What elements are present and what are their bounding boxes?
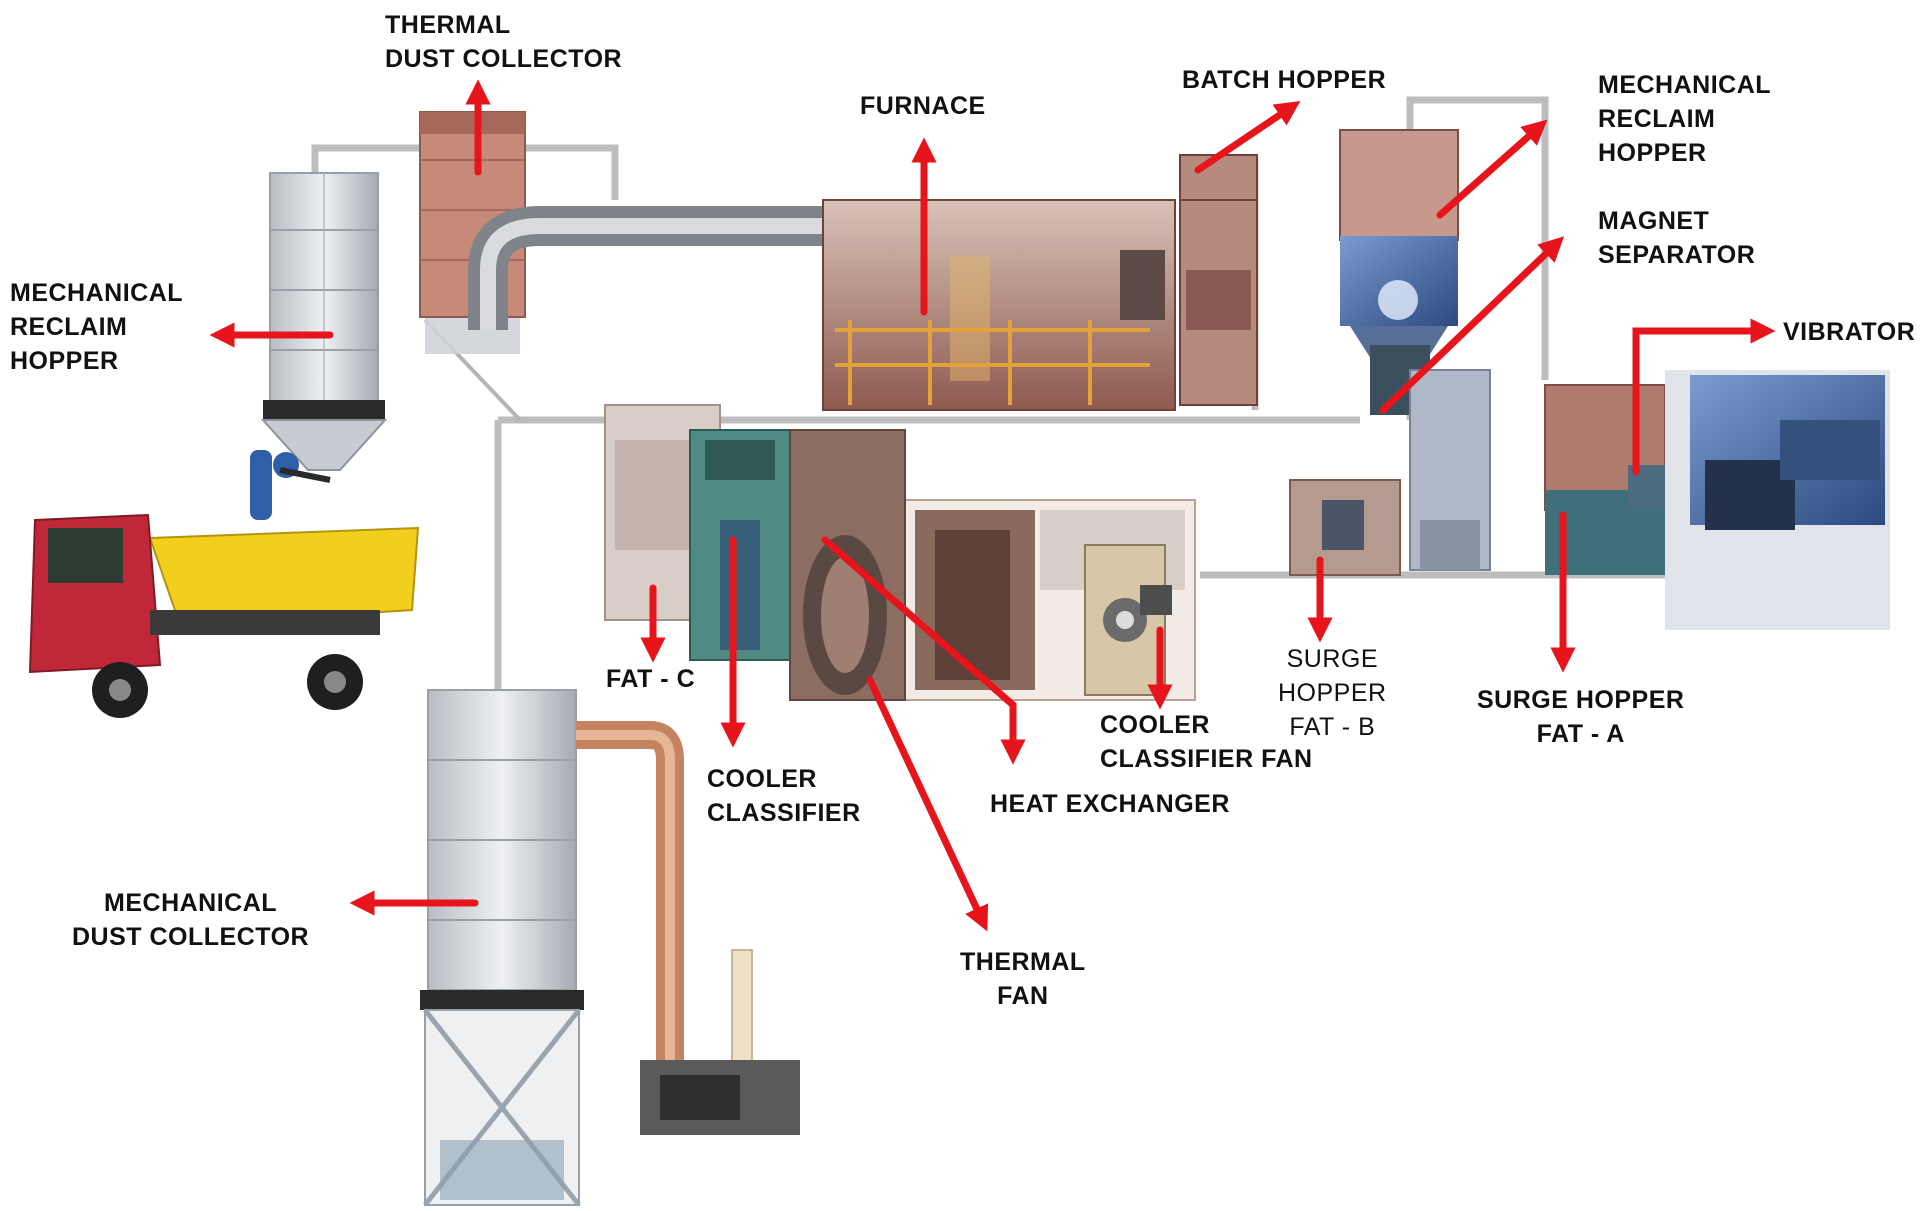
label-furnace: FURNACE	[860, 92, 986, 120]
label-mechanical-dust-collector: MECHANICAL DUST COLLECTOR	[72, 889, 310, 951]
label-fat-c: FAT - C	[606, 665, 696, 693]
mechanical-reclaim-hopper-right-equipment	[1339, 129, 1459, 370]
arrow-heat-exchanger	[821, 536, 1026, 765]
label-magnet-separator: MAGNET SEPARATOR	[1598, 207, 1756, 269]
label-arrows	[209, 79, 1776, 932]
hot-air-duct	[468, 206, 868, 330]
label-thermal-fan: THERMAL FAN	[960, 948, 1086, 1010]
dump-truck	[28, 450, 420, 718]
label-mechanical-reclaim-hopper-right: MECHANICAL RECLAIM HOPPER	[1598, 71, 1772, 167]
arrow-mech-reclaim-hopper-right	[1436, 119, 1548, 219]
label-cooler-classifier: COOLER CLASSIFIER	[707, 765, 861, 827]
thermal-fan-equipment	[789, 429, 906, 701]
magnet-separator-equipment	[1370, 345, 1491, 571]
label-vibrator: VIBRATOR	[1783, 318, 1916, 346]
arrow-batch-hopper	[1194, 100, 1301, 174]
label-surge-hopper-fat-b: SURGE HOPPER FAT - B	[1278, 645, 1387, 741]
arrow-thermal-fan	[866, 676, 989, 932]
furnace-equipment	[822, 199, 1176, 411]
mechanical-reclaim-hopper-left-equipment	[260, 172, 388, 471]
vibrator-equipment	[1544, 370, 1890, 630]
batch-hopper-equipment	[1179, 154, 1258, 406]
label-surge-hopper-fat-a: SURGE HOPPER FAT - A	[1477, 686, 1685, 748]
label-thermal-dust-collector: THERMAL DUST COLLECTOR	[385, 11, 623, 73]
label-heat-exchanger: HEAT EXCHANGER	[990, 790, 1230, 818]
arrow-magnet-separator	[1379, 236, 1565, 414]
label-mechanical-reclaim-hopper-left: MECHANICAL RECLAIM HOPPER	[10, 279, 184, 375]
cooler-classifier-fan-equipment	[1084, 544, 1172, 696]
mechanical-dust-collector-equipment	[420, 689, 584, 1207]
exhaust-duct	[576, 721, 800, 1135]
arrow-vibrator	[1632, 318, 1776, 476]
label-cooler-classifier-fan: COOLER CLASSIFIER FAN	[1100, 711, 1313, 773]
cooler-classifier-equipment	[689, 429, 791, 661]
surge-hopper-fat-b-equipment	[1289, 479, 1401, 576]
label-batch-hopper: BATCH HOPPER	[1182, 66, 1387, 94]
